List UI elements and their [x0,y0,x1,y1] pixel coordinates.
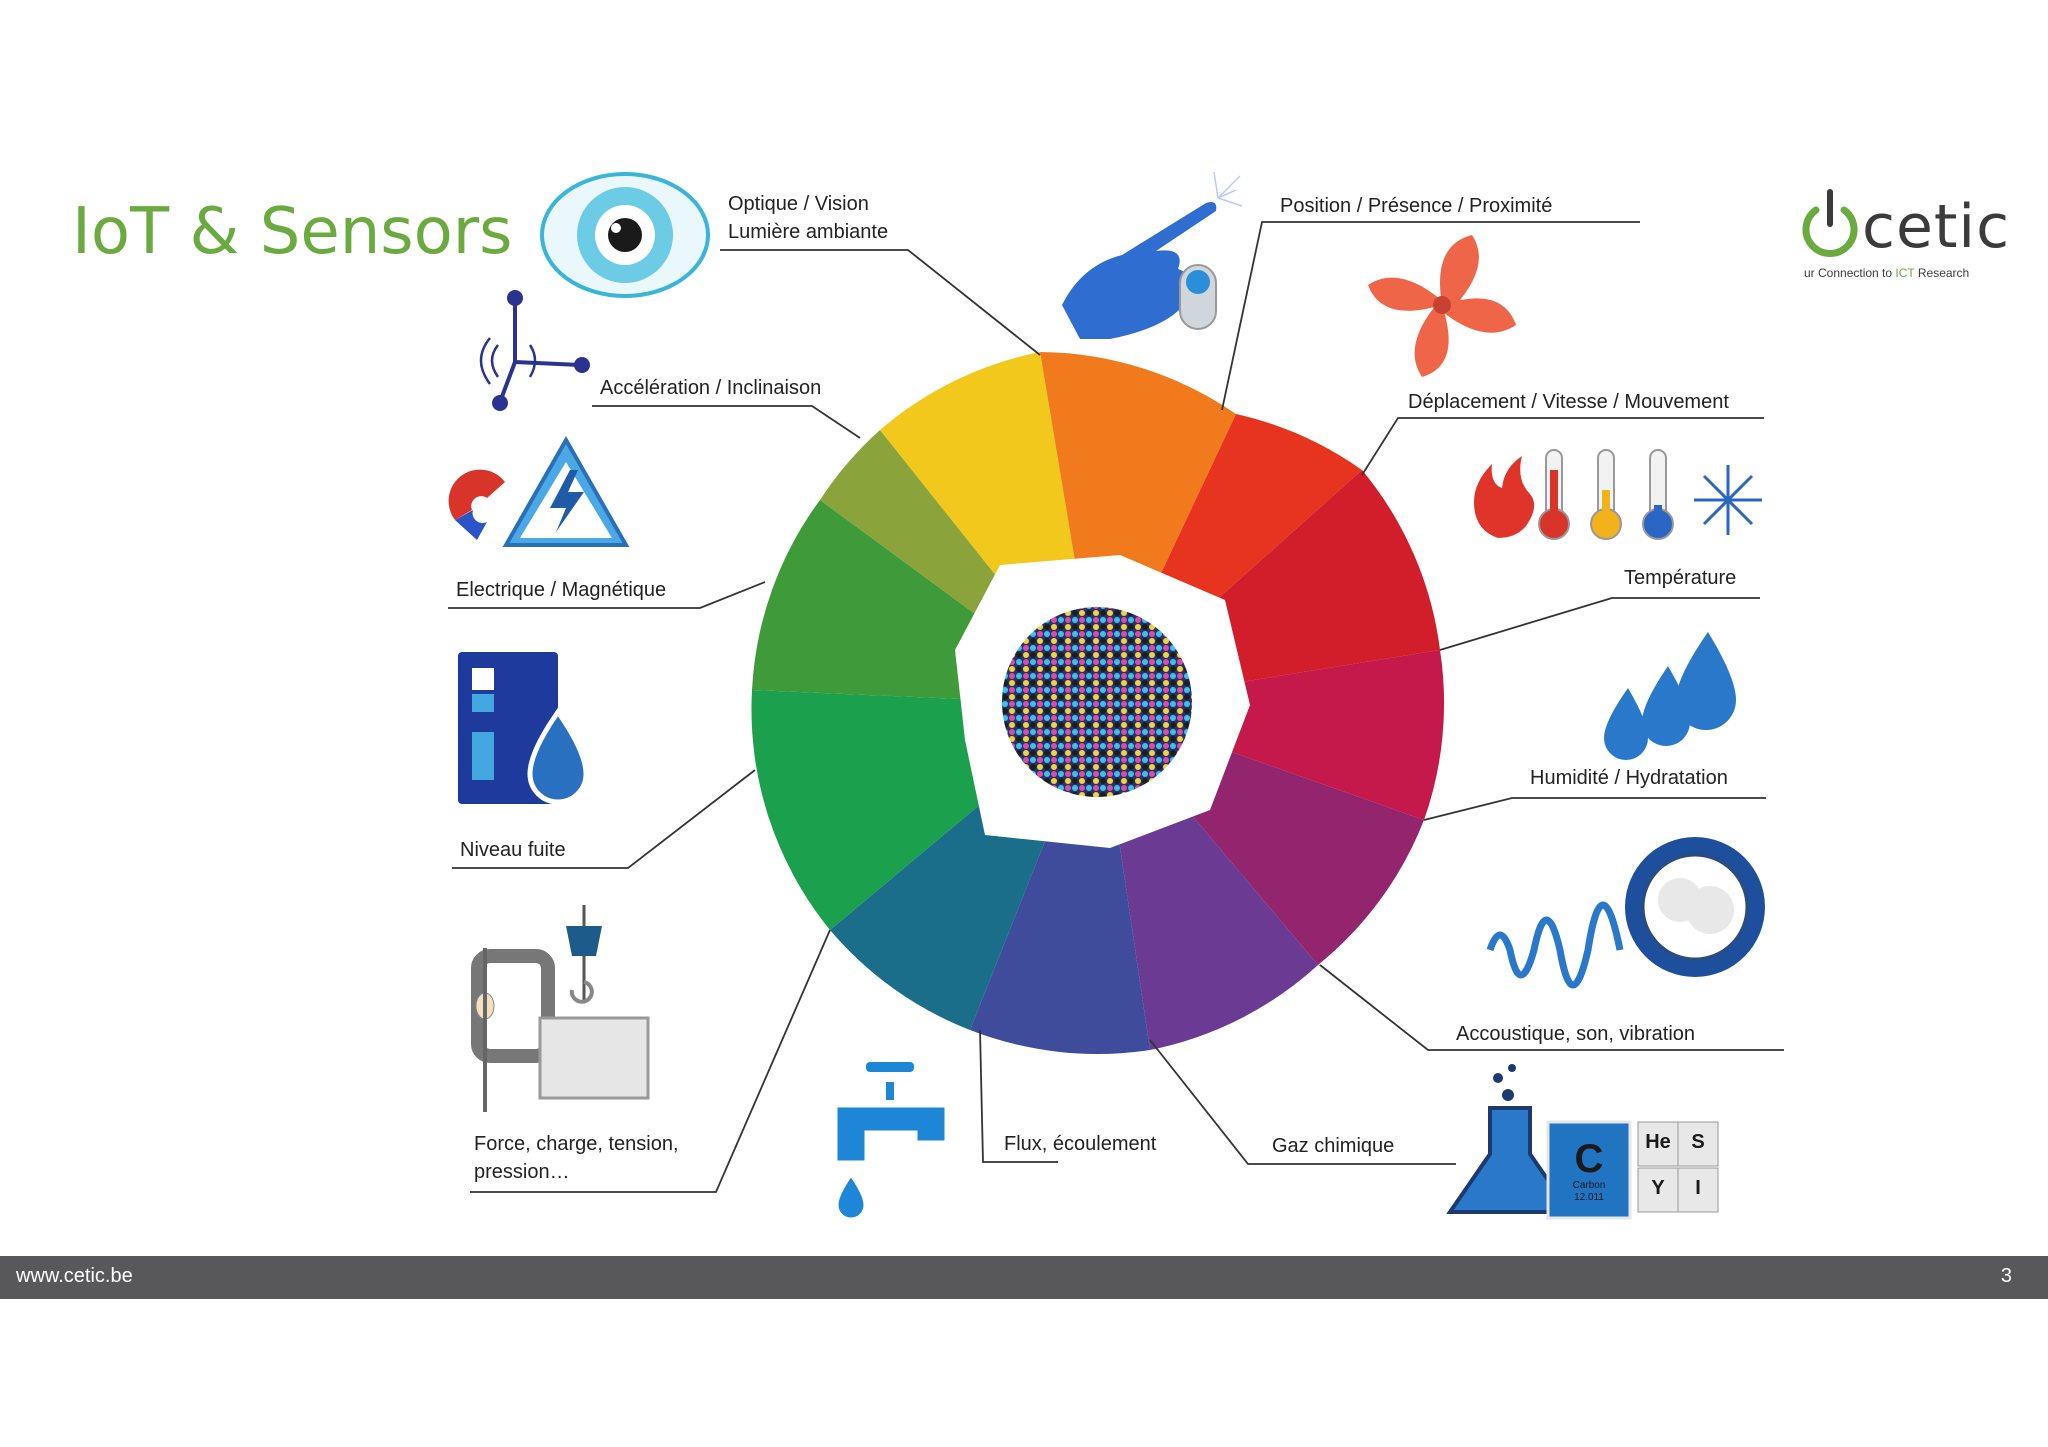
fan-icon [1368,235,1516,377]
label-acceleration: Accélération / Inclinaison [600,377,822,399]
label-niveau: Niveau fuite [460,839,566,861]
label-temperature: Température [1624,567,1737,589]
chem-tile-1: He [1645,1131,1671,1153]
page-number: 3 [2000,1265,2012,1287]
clamp-weight-icon [471,905,650,1112]
label-flux: Flux, écoulement [1004,1133,1157,1155]
logo-tagline: ur Connection to ICT Research [1804,266,1970,280]
touch-hand-icon [1062,171,1243,339]
temperature-icons [1474,449,1762,540]
footer-url[interactable]: www.cetic.be [16,1265,133,1287]
chem-main-mass: 12.011 [1574,1192,1604,1203]
page-title: IoT & Sensors [72,195,513,269]
chem-main-name: Carbon [1573,1180,1606,1191]
axis-icon [479,290,590,411]
label-electrique: Electrique / Magnétique [456,579,667,601]
label-force: Force, charge, tension, [474,1133,679,1155]
faucet-icon [834,1062,948,1221]
tank-leak-icon [458,652,589,805]
label-pression: pression… [474,1161,570,1183]
cetic-logo[interactable]: cetic ur Connection to ICT Research [1798,188,2009,283]
water-drops-icon [1604,632,1736,760]
chem-tile-4: I [1695,1177,1701,1199]
chem-tile-3: Y [1651,1177,1665,1199]
label-deplacement: Déplacement / Vitesse / Mouvement [1408,391,1729,413]
power-icon [1802,189,1858,257]
color-wheel [751,352,1445,1054]
label-position: Position / Présence / Proximité [1280,195,1553,217]
footer-bar: www.cetic.be 3 [0,1256,2048,1299]
chem-main-symbol: C [1575,1137,1604,1181]
sound-burst-icon [1486,837,1765,989]
eye-icon [540,172,710,298]
dotted-sphere [1002,607,1192,797]
leader-lines [448,221,1784,1193]
chem-tile-2: S [1691,1131,1704,1153]
label-lumiere: Lumière ambiante [728,221,889,243]
label-humidite: Humidité / Hydratation [1530,767,1728,789]
label-acoustique: Accoustique, son, vibration [1456,1023,1696,1045]
chemistry-icon [1446,1064,1719,1220]
logo-word: cetic [1862,192,2011,262]
label-gaz: Gaz chimique [1272,1135,1395,1157]
magnet-icon [448,435,630,547]
sensor-diagram: C Carbon 12.011 He S Y I [448,171,1784,1221]
label-optique: Optique / Vision [728,193,869,215]
